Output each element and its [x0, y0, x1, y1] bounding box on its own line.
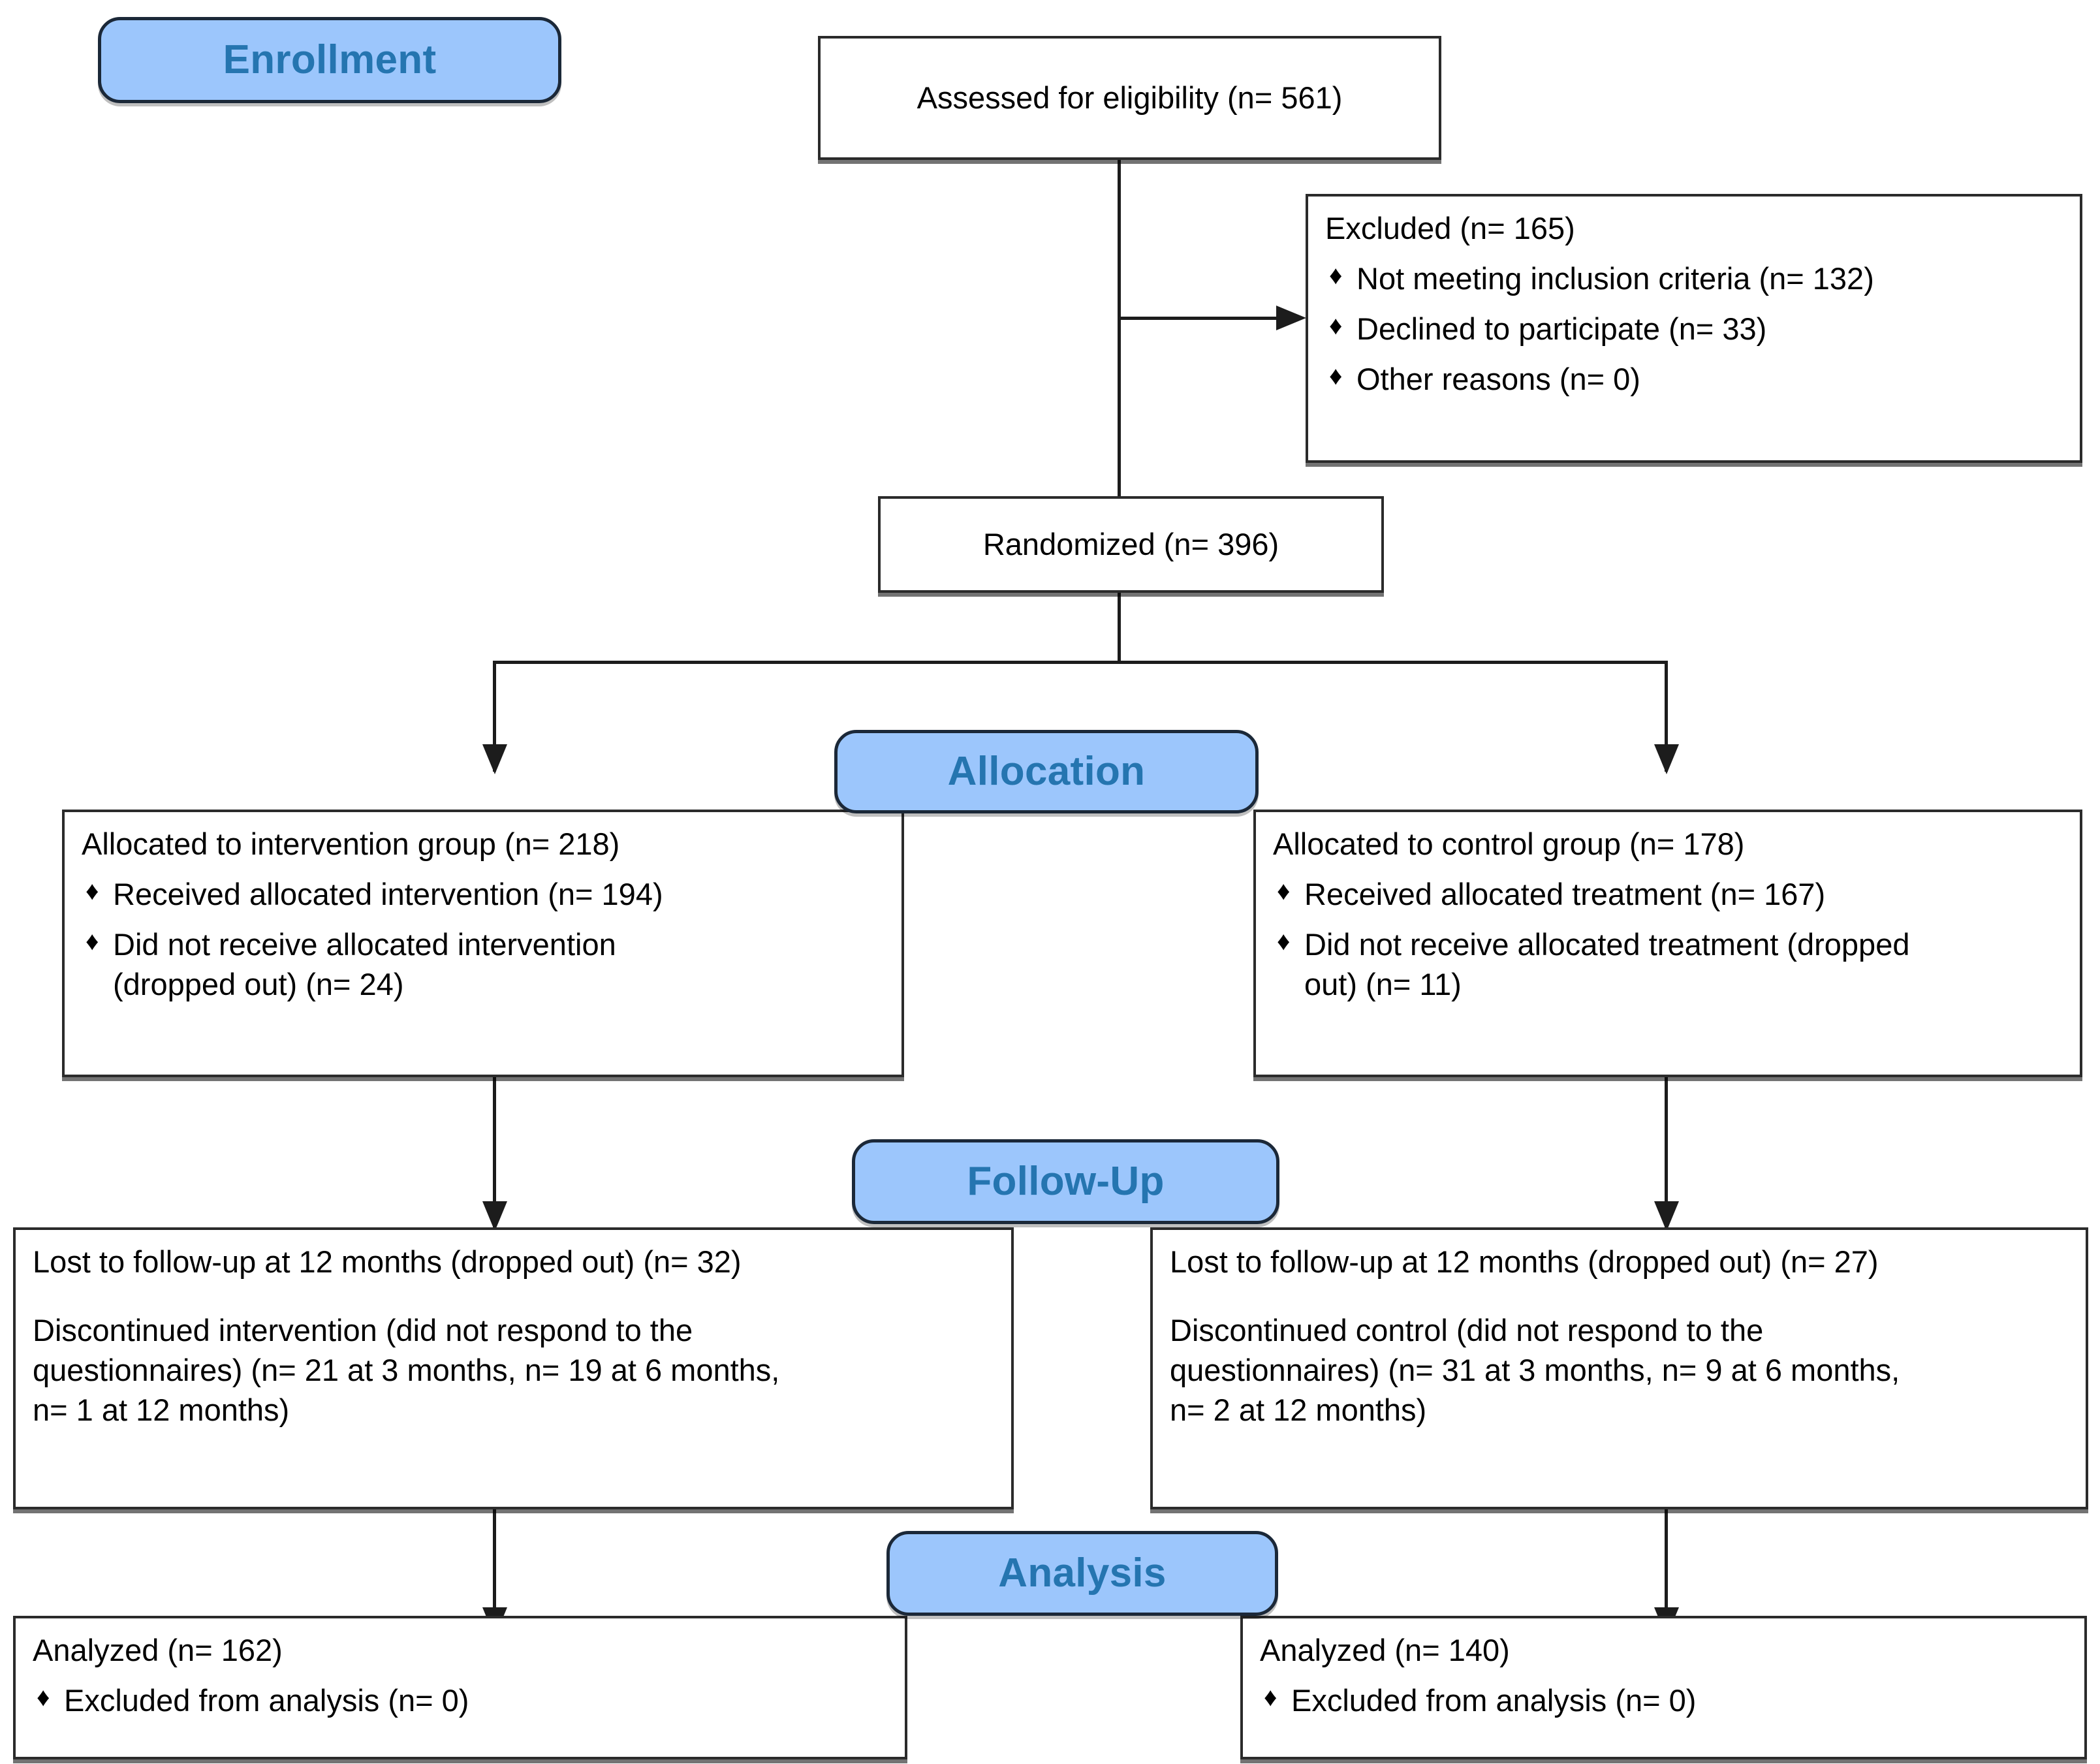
diamond-bullet-icon: ♦: [1329, 261, 1343, 291]
diamond-bullet-icon: ♦: [1277, 927, 1291, 956]
analysis-intervention-item-text: Excluded from analysis (n= 0): [64, 1683, 469, 1718]
stage-label-followup-text: Follow-Up: [967, 1159, 1165, 1204]
diamond-bullet-icon: ♦: [1329, 311, 1343, 341]
diamond-bullet-icon: ♦: [1277, 877, 1291, 906]
diamond-bullet-icon: ♦: [86, 877, 99, 906]
excluded-reason-item: ♦ Not meeting inclusion criteria (n= 132…: [1325, 259, 2063, 298]
connector-allocation-split: [493, 661, 1668, 664]
connector-alloc-to-followup-right: [1665, 1075, 1668, 1228]
followup-control-lost: Lost to follow-up at 12 months (dropped …: [1170, 1244, 1879, 1279]
allocation-intervention-heading: Allocated to intervention group (n= 218): [82, 827, 620, 861]
connector-to-excluded: [1118, 317, 1277, 320]
excluded-reason-item: ♦ Other reasons (n= 0): [1325, 359, 2063, 399]
arrow-to-allocation-intervention: [482, 744, 507, 774]
connector-followup-to-analysis-left: [493, 1509, 496, 1636]
stage-label-allocation-text: Allocation: [947, 749, 1146, 794]
allocation-intervention-item-text: Received allocated intervention (n= 194): [113, 877, 663, 912]
arrow-to-allocation-control: [1654, 744, 1679, 774]
excluded-reason-text: Other reasons (n= 0): [1356, 362, 1640, 397]
stage-label-analysis: Analysis: [886, 1531, 1278, 1616]
followup-control-discontinued: Discontinued control (did not respond to…: [1170, 1313, 1900, 1428]
arrow-to-followup-control: [1654, 1201, 1679, 1231]
allocation-control-heading: Allocated to control group (n= 178): [1273, 827, 1745, 861]
box-randomized: Randomized (n= 396): [878, 496, 1384, 593]
arrow-to-followup-intervention: [482, 1201, 507, 1231]
randomized-text: Randomized (n= 396): [982, 527, 1279, 562]
stage-label-enrollment-text: Enrollment: [223, 37, 437, 82]
allocation-intervention-item: ♦ Did not receive allocated intervention…: [82, 924, 885, 1004]
stage-label-analysis-text: Analysis: [998, 1551, 1167, 1596]
diamond-bullet-icon: ♦: [86, 927, 99, 956]
allocation-intervention-item: ♦ Received allocated intervention (n= 19…: [82, 874, 885, 914]
excluded-reason-text: Declined to participate (n= 33): [1356, 311, 1767, 347]
allocation-control-item: ♦ Did not receive allocated treatment (d…: [1273, 924, 2063, 1004]
followup-intervention-discontinued: Discontinued intervention (did not respo…: [33, 1313, 780, 1428]
box-followup-intervention: Lost to follow-up at 12 months (dropped …: [13, 1227, 1014, 1509]
connector-split-left: [493, 661, 496, 772]
analysis-control-heading: Analyzed (n= 140): [1260, 1633, 1510, 1667]
analysis-control-item-text: Excluded from analysis (n= 0): [1291, 1683, 1697, 1718]
diamond-bullet-icon: ♦: [1329, 362, 1343, 391]
excluded-reason-item: ♦ Declined to participate (n= 33): [1325, 309, 2063, 349]
diamond-bullet-icon: ♦: [1264, 1683, 1277, 1712]
analysis-intervention-heading: Analyzed (n= 162): [33, 1633, 283, 1667]
excluded-reason-text: Not meeting inclusion criteria (n= 132): [1356, 261, 1874, 296]
allocation-control-item-text: Did not receive allocated treatment (dro…: [1304, 927, 1910, 1002]
box-excluded: Excluded (n= 165) ♦ Not meeting inclusio…: [1306, 194, 2082, 463]
diamond-bullet-icon: ♦: [37, 1683, 50, 1712]
box-followup-control: Lost to follow-up at 12 months (dropped …: [1150, 1227, 2088, 1509]
analysis-control-item: ♦ Excluded from analysis (n= 0): [1260, 1680, 2067, 1720]
box-allocation-control: Allocated to control group (n= 178) ♦ Re…: [1253, 810, 2082, 1077]
excluded-title: Excluded (n= 165): [1325, 211, 1575, 245]
allocation-control-item-text: Received allocated treatment (n= 167): [1304, 877, 1826, 912]
box-assessed-for-eligibility: Assessed for eligibility (n= 561): [818, 36, 1441, 160]
allocation-control-item: ♦ Received allocated treatment (n= 167): [1273, 874, 2063, 914]
stage-label-followup: Follow-Up: [852, 1139, 1279, 1224]
allocation-intervention-item-text: Did not receive allocated intervention (…: [113, 927, 616, 1002]
stage-label-enrollment: Enrollment: [98, 17, 561, 103]
assessed-text: Assessed for eligibility (n= 561): [917, 80, 1343, 116]
followup-intervention-lost: Lost to follow-up at 12 months (dropped …: [33, 1244, 742, 1279]
connector-assessed-trunk: [1118, 159, 1121, 545]
box-analysis-intervention: Analyzed (n= 162) ♦ Excluded from analys…: [13, 1616, 907, 1759]
connector-split-right: [1665, 661, 1668, 772]
analysis-intervention-item: ♦ Excluded from analysis (n= 0): [33, 1680, 888, 1720]
stage-label-allocation: Allocation: [834, 730, 1259, 813]
arrow-to-excluded: [1276, 306, 1306, 330]
box-analysis-control: Analyzed (n= 140) ♦ Excluded from analys…: [1240, 1616, 2087, 1759]
connector-followup-to-analysis-right: [1665, 1509, 1668, 1636]
box-allocation-intervention: Allocated to intervention group (n= 218)…: [62, 810, 904, 1077]
connector-randomized-down: [1118, 591, 1121, 663]
connector-alloc-to-followup-left: [493, 1075, 496, 1228]
